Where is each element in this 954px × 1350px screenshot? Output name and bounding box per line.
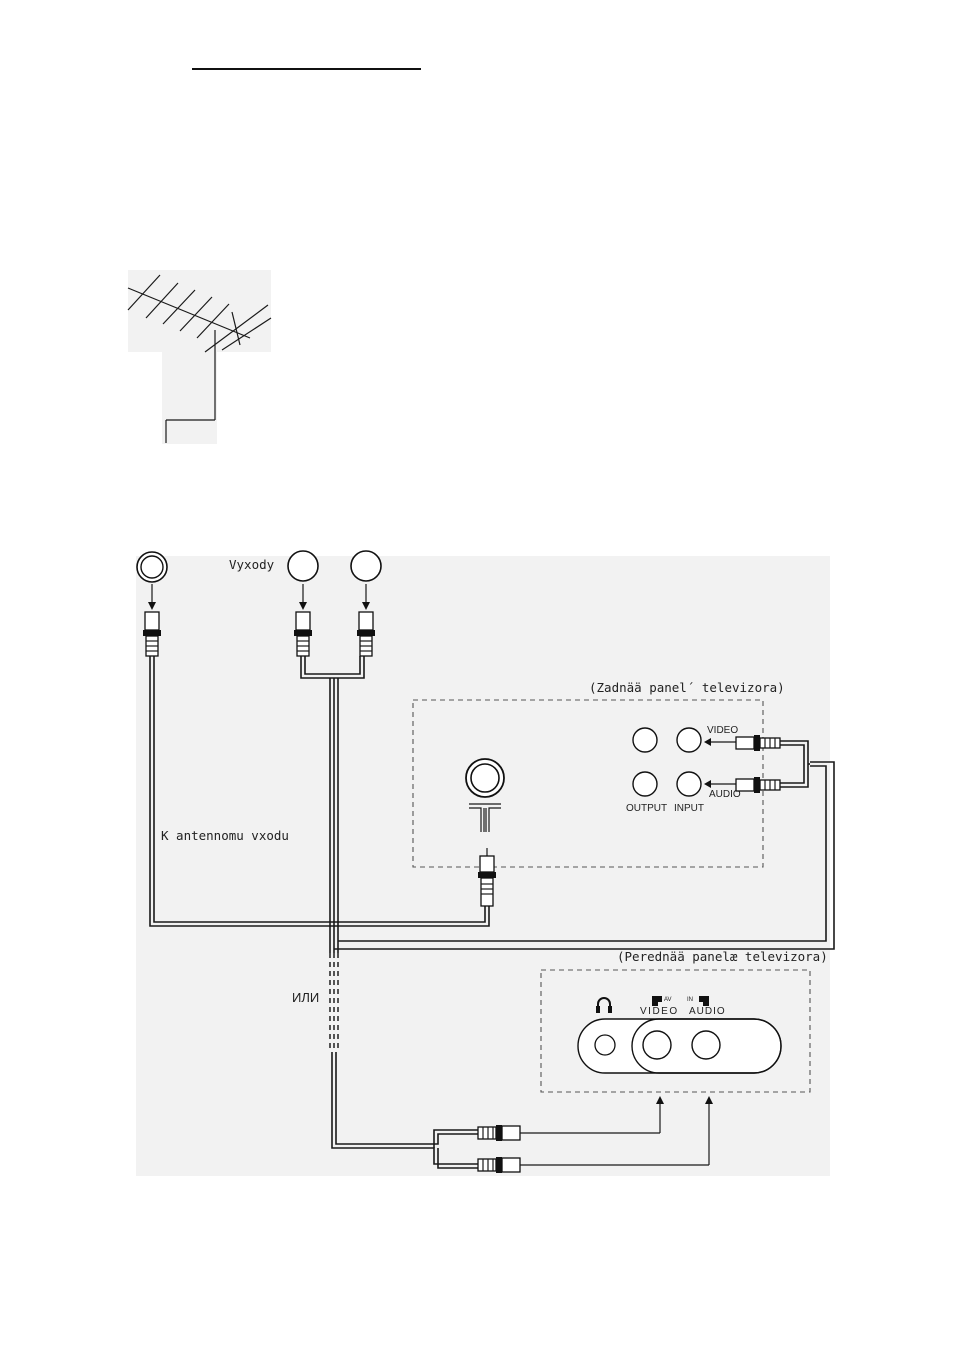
audio-output-jack — [351, 551, 381, 581]
antenna-output-jack — [137, 552, 167, 582]
rear-video-plug — [736, 735, 780, 751]
rear-audio-plug — [736, 777, 780, 793]
rear-panel-label: (Zadnää panel´ televizora) — [589, 680, 785, 695]
antenna-illustration — [128, 270, 271, 444]
or-label: ИЛИ — [292, 990, 319, 1005]
rear-input-label: INPUT — [674, 803, 704, 814]
video-output-jack — [288, 551, 318, 581]
rear-antenna-plug — [478, 848, 496, 906]
antenna-cable-plug — [143, 612, 161, 656]
front-audio-jack — [692, 1031, 720, 1059]
rear-video-label: VIDEO — [707, 725, 738, 736]
front-panel-label: (Perednää panelæ televizora) — [617, 949, 828, 964]
rear-video-output-jack — [633, 728, 657, 752]
rear-video-input-jack — [677, 728, 701, 752]
audio-cable-plug — [357, 612, 375, 656]
front-av-label: AV — [664, 997, 672, 1003]
rear-antenna-input-jack — [466, 759, 504, 797]
rear-audio-input-jack — [677, 772, 701, 796]
rear-audio-output-jack — [633, 772, 657, 796]
headphone-jack — [595, 1035, 615, 1055]
front-audio-label: AUDIO — [689, 1006, 726, 1017]
front-video-jack — [643, 1031, 671, 1059]
outputs-label: Vyxody — [229, 557, 275, 572]
rear-output-label: OUTPUT — [626, 803, 667, 814]
front-in-label: IN — [687, 997, 693, 1003]
antenna-input-label: K antennomu vxodu — [161, 828, 289, 843]
video-cable-plug — [294, 612, 312, 656]
front-video-label: VIDEO — [640, 1006, 679, 1017]
